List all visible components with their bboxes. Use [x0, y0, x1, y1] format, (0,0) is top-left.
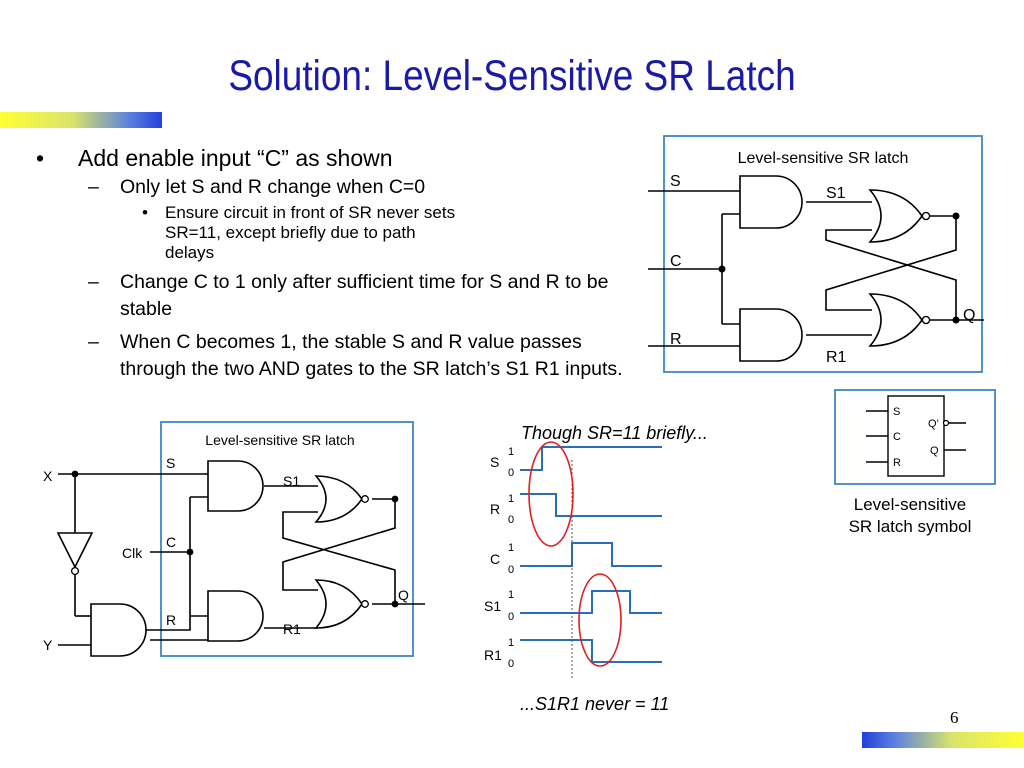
label-clk: Clk [122, 545, 143, 561]
label-s: S [166, 455, 175, 471]
circuit-top: Level-sensitive SR latch S C R S1 R1 Q [648, 135, 984, 373]
highlight-ellipse-s1r1 [578, 573, 622, 667]
circuit-top-title: Level-sensitive SR latch [738, 150, 909, 167]
pin-c: C [893, 431, 901, 443]
label-c: C [670, 253, 682, 270]
label-q: Q [963, 307, 975, 324]
and-gate-bottom [739, 308, 803, 362]
dash-marker: – [88, 271, 99, 293]
bullet-marker: • [142, 203, 148, 222]
bullet-text: Add enable input “C” as shown [78, 145, 393, 171]
label-r1: R1 [826, 349, 847, 366]
and-gate-xy [90, 603, 147, 657]
dash-marker: – [88, 331, 99, 353]
waveform-s1 [520, 590, 662, 614]
page-number: 6 [950, 708, 959, 727]
dash-marker: – [88, 176, 99, 198]
label-s: S [670, 173, 681, 190]
label-r1: R1 [283, 621, 301, 637]
level-1: 1 [508, 446, 514, 458]
circuit-bottom-frame [160, 421, 414, 657]
signal-label-s: S [490, 454, 499, 470]
symbol-caption-line1: Level-sensitive [853, 495, 967, 514]
symbol-caption-line2: SR latch symbol [848, 517, 972, 536]
signal-label-c: C [490, 551, 500, 567]
label-r: R [670, 331, 682, 348]
bullet-text: Only let S and R change when C=0 [120, 176, 426, 198]
timing-note-top: Though SR=11 briefly... [521, 423, 708, 443]
and-gate-bottom [207, 590, 264, 642]
bullet-level1: • Add enable input “C” as shown [30, 144, 630, 172]
bullet-level2: – Only let S and R change when C=0 [30, 174, 630, 201]
bullet-marker: • [36, 145, 45, 171]
signal-label-r: R [490, 501, 500, 517]
pin-q: Q [930, 445, 939, 457]
nor-gate-top [869, 189, 931, 243]
bullet-level3: • Ensure circuit in front of SR never se… [30, 203, 465, 263]
circuit-bottom: Level-sensitive SR latch X Y Clk S C R S… [43, 421, 425, 657]
symbol-frame [834, 389, 996, 485]
and-gate-top [739, 175, 803, 229]
signal-label-s1: S1 [484, 598, 501, 614]
label-r: R [166, 612, 176, 628]
bullet-list: • Add enable input “C” as shown – Only l… [30, 142, 630, 383]
label-s1: S1 [826, 185, 846, 202]
level-0: 0 [508, 467, 514, 479]
slide-title: Solution: Level-Sensitive SR Latch [228, 52, 796, 100]
level-0: 0 [508, 611, 514, 623]
bullet-level2: – When C becomes 1, the stable S and R v… [30, 329, 630, 383]
level-1: 1 [508, 493, 514, 505]
decorative-gradient-bar-bottom [862, 732, 1024, 748]
label-q: Q [398, 587, 409, 603]
and-gate-top [207, 460, 264, 512]
waveform-r1 [520, 639, 662, 663]
nor-gate-top [314, 475, 369, 523]
timing-note-bottom: ...S1R1 never = 11 [520, 694, 669, 714]
decorative-gradient-bar-top [0, 112, 162, 128]
level-0: 0 [508, 564, 514, 576]
pin-qbar: Q’ [928, 418, 939, 430]
bullet-text: Change C to 1 only after sufficient time… [120, 271, 609, 320]
circuit-bottom-title: Level-sensitive SR latch [205, 432, 354, 448]
waveform-c [520, 542, 662, 567]
waveform-r [520, 493, 662, 517]
timing-diagram: Though SR=11 briefly... ...S1R1 never = … [484, 423, 708, 714]
level-1: 1 [508, 637, 514, 649]
nor-gate-bottom [314, 579, 369, 629]
pin-r: R [893, 457, 901, 469]
label-x: X [43, 468, 53, 484]
circuit-top-frame [663, 135, 983, 373]
level-1: 1 [508, 542, 514, 554]
level-0: 0 [508, 658, 514, 670]
level-1: 1 [508, 589, 514, 601]
symbol-body [887, 395, 945, 477]
waveform-s [520, 446, 662, 471]
bullet-text: When C becomes 1, the stable S and R val… [120, 331, 623, 380]
level-0: 0 [508, 514, 514, 526]
label-s1: S1 [283, 473, 300, 489]
highlight-ellipse-sr [528, 441, 574, 547]
nor-gate-bottom [869, 293, 931, 347]
label-y: Y [43, 637, 53, 653]
bullet-level2: – Change C to 1 only after sufficient ti… [30, 269, 630, 323]
latch-symbol: S C R Q’ Q [834, 389, 996, 485]
label-c: C [166, 534, 176, 550]
pin-s: S [893, 406, 900, 418]
signal-label-r1: R1 [484, 647, 502, 663]
bullet-text: Ensure circuit in front of SR never sets… [165, 203, 456, 262]
inverter-gate [56, 532, 94, 569]
